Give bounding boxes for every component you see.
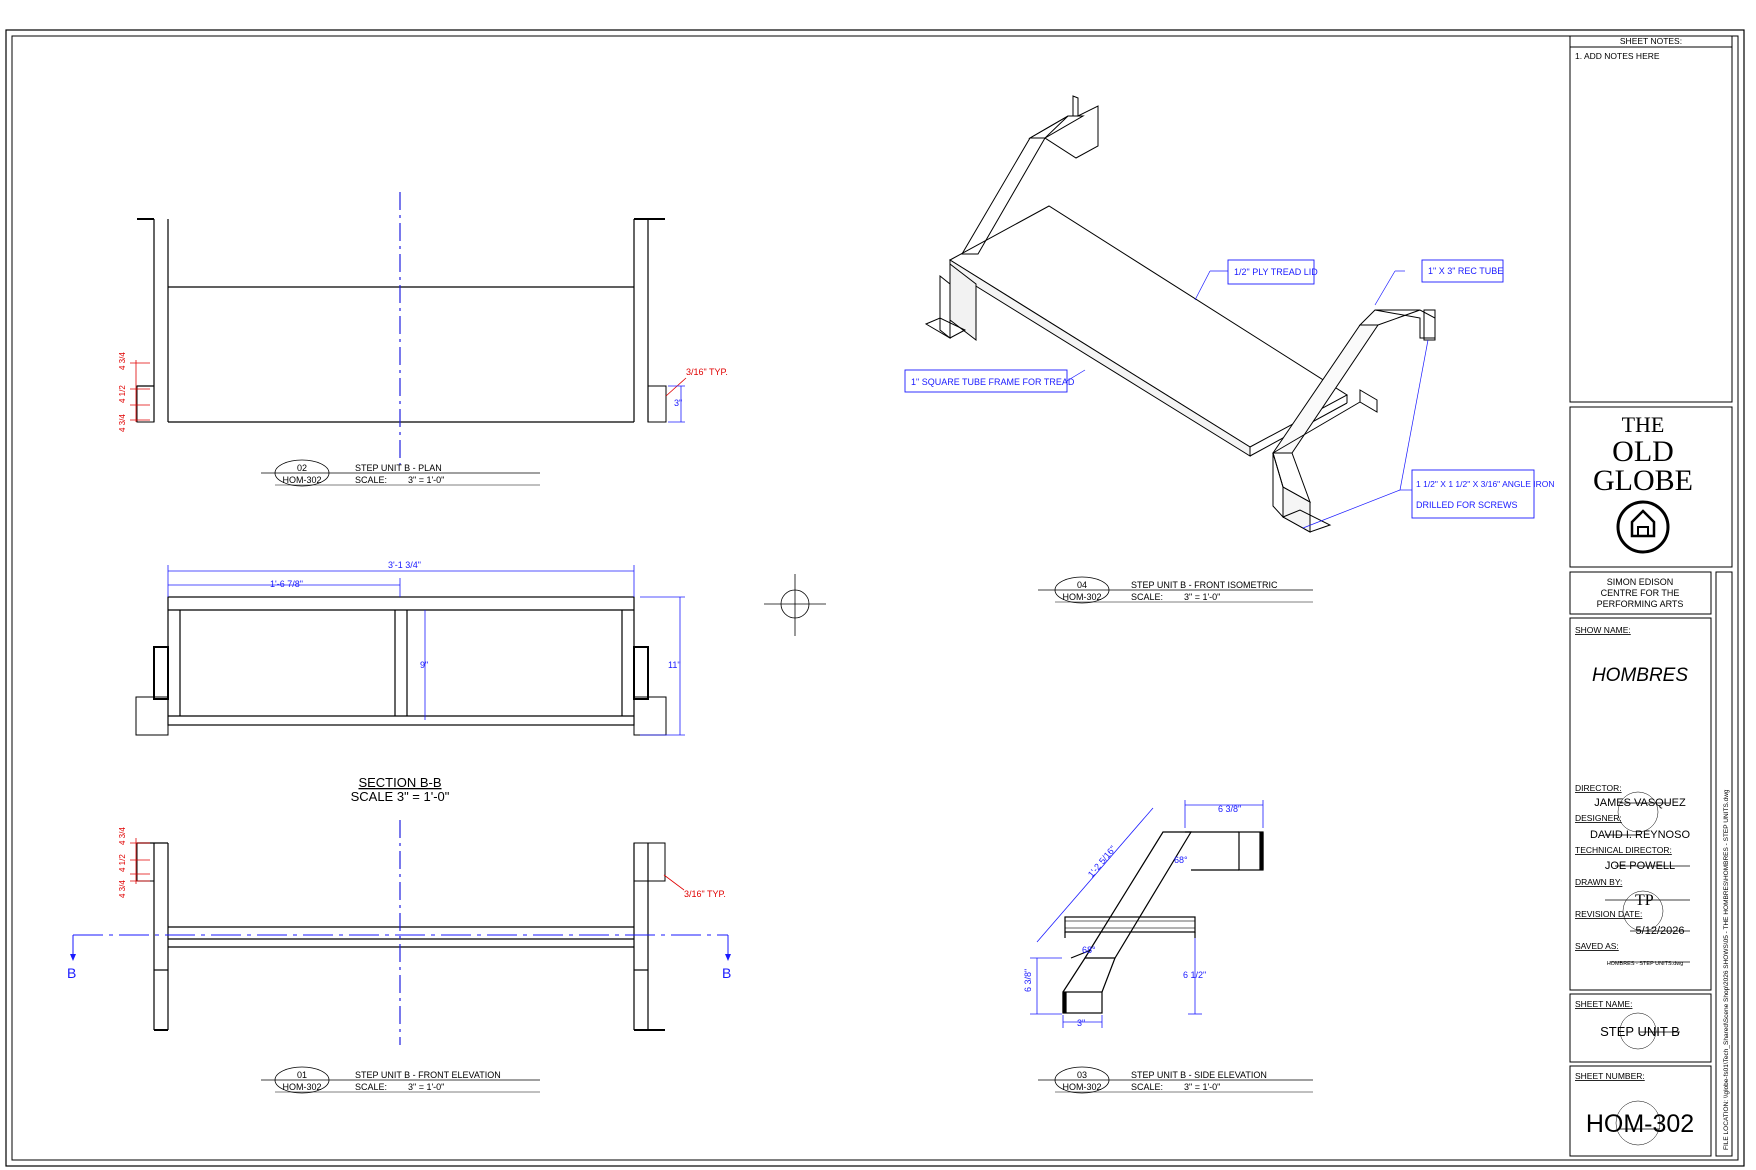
director-label: DIRECTOR: [1575,783,1622,793]
side-right-dim: 6 1/2" [1183,970,1206,980]
plan-hole-note: 3/16" TYP. [686,367,728,377]
saved-label: SAVED AS: [1575,941,1619,951]
plan-red-dims [130,360,687,422]
svg-text:SCALE:: SCALE: [1131,592,1163,602]
front-elevation-view [136,842,666,1031]
section-view [135,596,667,736]
venue-line-1: SIMON EDISON [1607,577,1674,587]
side-left-dim: 6 3/8" [1023,969,1033,992]
section-mark-left: B [67,965,76,981]
section-dims [167,565,685,736]
section-mark-right: B [722,965,731,981]
iso-leaders [1064,270,1429,529]
section-height-dim: 11" [668,660,681,670]
svg-text:STEP UNIT B - FRONT ISOMETRIC: STEP UNIT B - FRONT ISOMETRIC [1131,580,1278,590]
plan-stack-dim-2: 4 1/2 [118,385,127,403]
svg-text:STEP UNIT B - PLAN: STEP UNIT B - PLAN [355,463,442,473]
svg-text:STEP UNIT B - FRONT ELEVATION: STEP UNIT B - FRONT ELEVATION [355,1070,501,1080]
view-label-iso: 04 HOM-302 STEP UNIT B - FRONT ISOMETRIC… [1038,576,1313,604]
logo-the: THE [1622,412,1665,437]
logo-globe: GLOBE [1593,464,1693,497]
callout-ply: 1/2" PLY TREAD LID [1234,267,1318,277]
callout-drilled: DRILLED FOR SCREWS [1416,500,1518,510]
venue-line-3: PERFORMING ARTS [1597,599,1684,609]
show-name-label: SHOW NAME: [1575,625,1631,635]
side-angle-a: 68° [1174,855,1188,865]
drawn-name: TP [1635,892,1654,909]
section-overall-dim: 3'-1 3/4" [388,560,421,570]
svg-text:3" = 1'-0": 3" = 1'-0" [1184,1082,1220,1092]
svg-text:SCALE:: SCALE: [355,1082,387,1092]
side-elevation-view [1062,831,1264,1014]
venue-line-2: CENTRE FOR THE [1601,588,1680,598]
section-scale: SCALE 3" = 1'-0" [351,789,450,804]
side-diag-dim: 1'-2 5/16" [1086,844,1118,880]
td-label: TECHNICAL DIRECTOR: [1575,845,1672,855]
drawn-label: DRAWN BY: [1575,877,1622,887]
section-inner-dim: 9" [420,660,428,670]
section-title: SECTION B-B [358,775,441,790]
designer-label: DESIGNER: [1575,813,1622,823]
sheet-name-label: SHEET NAME: [1575,999,1632,1009]
plan-stack-dim-3: 4 3/4 [118,414,127,432]
svg-text:04: 04 [1077,580,1087,590]
callout-angle-iron: 1 1/2" X 1 1/2" X 3/16" ANGLE IRON [1416,479,1555,489]
view-label-front: 01 HOM-302 STEP UNIT B - FRONT ELEVATION… [261,1066,540,1094]
svg-text:HOM-302: HOM-302 [1062,592,1101,602]
registration-target [764,574,826,636]
side-dims [1030,800,1264,1028]
logo-old: OLD [1612,435,1674,468]
plan-depth-text: 3" [674,398,682,408]
callout-rec-tube: 1" X 3" REC TUBE [1428,266,1503,276]
show-name: HOMBRES [1592,665,1688,686]
svg-text:HOM-302: HOM-302 [282,1082,321,1092]
svg-text:HOM-302: HOM-302 [1062,1082,1101,1092]
inner-border [11,35,1739,1161]
designer-name: DAVID I. REYNOSO [1590,829,1690,841]
svg-text:HOM-302: HOM-302 [282,475,321,485]
front-stack-dim-2: 4 1/2 [118,854,127,872]
svg-text:01: 01 [297,1070,307,1080]
title-block-strikes [1605,802,1690,1130]
sheet-note-1: 1. ADD NOTES HERE [1575,51,1660,61]
side-top-dim: 6 3/8" [1218,804,1241,814]
svg-text:SCALE:: SCALE: [1131,1082,1163,1092]
svg-text:SCALE:: SCALE: [355,475,387,485]
front-stack-dim-3: 4 3/4 [118,880,127,898]
svg-text:3" = 1'-0": 3" = 1'-0" [408,475,444,485]
svg-text:03: 03 [1077,1070,1087,1080]
svg-text:3" = 1'-0": 3" = 1'-0" [408,1082,444,1092]
file-location: FILE LOCATION: \\globe-fs01\Tech_Shared\… [1723,789,1730,1150]
sheet-number: HOM-302 [1586,1110,1694,1138]
outer-border [5,29,1745,1167]
svg-text:3" = 1'-0": 3" = 1'-0" [1184,592,1220,602]
front-stack-dim-1: 4 3/4 [118,827,127,845]
plan-stack-dim-1: 4 3/4 [118,352,127,370]
sheet-number-label: SHEET NUMBER: [1575,1071,1645,1081]
title-block [1569,35,1733,1157]
side-angle-b: 68° [1082,945,1096,955]
sheet-name: STEP UNIT B [1600,1024,1680,1039]
view-label-plan: 02 HOM-302 STEP UNIT B - PLAN SCALE: 3" … [261,459,540,487]
revision-label: REVISION DATE: [1575,909,1642,919]
plan-depth-dim [668,385,685,423]
svg-text:02: 02 [297,463,307,473]
front-red-dims [130,838,685,891]
section-half-dim: 1'-6 7/8" [270,579,303,589]
saved-file: HOMBRES - STEP UNITS.dwg [1607,961,1684,967]
callout-boxes [904,259,1535,519]
section-cut-line [70,934,731,961]
view-label-side: 03 HOM-302 STEP UNIT B - SIDE ELEVATION … [1038,1066,1313,1094]
side-bottom-dim: 3" [1077,1018,1085,1028]
plan-view [136,218,667,423]
callout-square-tube: 1" SQUARE TUBE FRAME FOR TREAD [911,377,1075,387]
isometric-view [924,95,1436,533]
svg-text:STEP UNIT B - SIDE ELEVATION: STEP UNIT B - SIDE ELEVATION [1131,1070,1267,1080]
front-hole-note: 3/16" TYP. [684,889,726,899]
sheet-notes-title: SHEET NOTES: [1620,36,1682,46]
